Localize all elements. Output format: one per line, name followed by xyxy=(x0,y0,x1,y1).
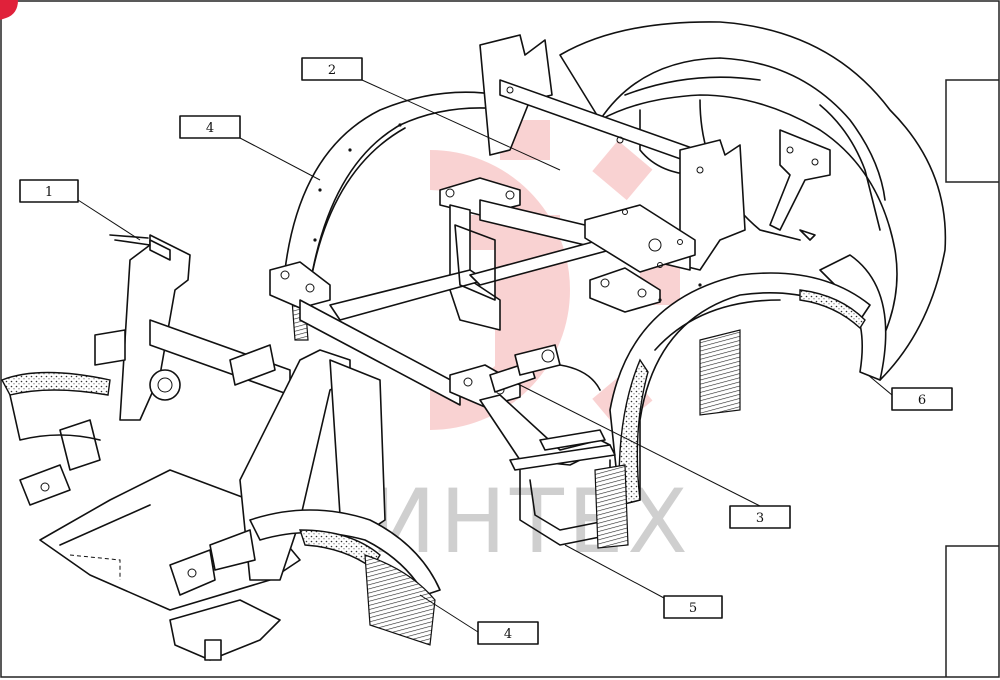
callout-2: 2 xyxy=(301,57,363,81)
callout-6-label: 6 xyxy=(918,393,926,408)
step-assembly xyxy=(479,394,629,549)
callout-5-label: 5 xyxy=(689,601,697,616)
chassis-frame xyxy=(269,177,696,408)
callout-3-label: 3 xyxy=(756,511,764,526)
fender-front-right xyxy=(249,509,441,646)
callout-6: 6 xyxy=(891,387,953,411)
callout-4a-label: 4 xyxy=(206,121,214,136)
cross-frame xyxy=(479,34,746,271)
callout-2-label: 2 xyxy=(328,63,336,78)
fender-rear-right xyxy=(609,272,871,506)
front-hitch-frame xyxy=(19,234,386,661)
callout-4b: 4 xyxy=(477,621,539,645)
fender-front-left xyxy=(1,371,111,441)
callout-1-label: 1 xyxy=(45,185,53,200)
callout-5: 5 xyxy=(663,595,723,619)
right-tab-top xyxy=(945,79,999,183)
corner-badge xyxy=(0,0,18,20)
callout-3: 3 xyxy=(729,505,791,529)
right-tab-bottom xyxy=(945,545,999,677)
hydraulic-cylinder xyxy=(489,344,601,393)
leader-lines xyxy=(77,79,893,633)
callout-1: 1 xyxy=(19,179,79,203)
callout-4b-label: 4 xyxy=(504,627,512,642)
callout-4a: 4 xyxy=(179,115,241,139)
rear-fender-assembly xyxy=(559,21,947,381)
